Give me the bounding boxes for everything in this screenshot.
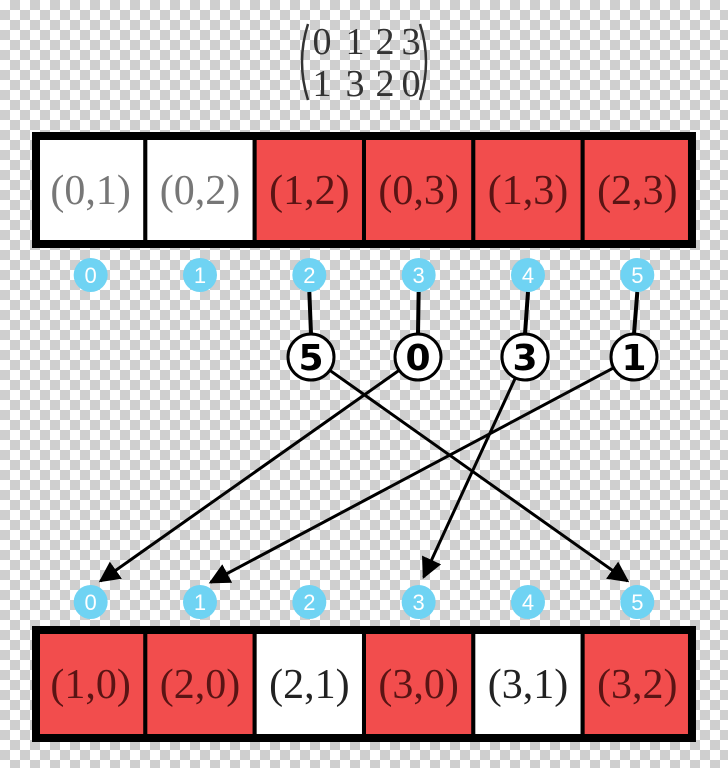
array-cell-label: (2,0) [160,662,240,708]
mapping-arrow [208,366,615,584]
stem-line [523,291,530,335]
permutation-bottom-digit: 3 [346,63,365,105]
index-circle [182,585,217,619]
index-label: 0 [85,263,97,288]
index-label: 4 [522,263,534,288]
index-circle [182,258,217,292]
array-cell-label: (0,2) [160,168,240,214]
array-cell-label: (0,1) [50,168,130,214]
array-cell [471,628,585,740]
permutation-top-digit: 0 [313,21,332,63]
index-circle [620,258,655,292]
index-circle [292,258,327,292]
stem-line [416,291,421,335]
permutation-bottom-digit: 1 [313,63,332,105]
index-label: 3 [413,263,425,288]
array-cell-label: (1,0) [50,662,130,708]
right-paren [418,23,428,101]
index-circle [510,585,545,619]
index-label: 1 [194,590,206,615]
permutation-top-digit: 3 [402,21,421,63]
left-paren [300,23,310,101]
mapping-node-circle [286,332,336,382]
array-cell-label: (2,3) [597,168,677,214]
top-array: (0,1) (0,2) (1,2) (0,3) (1,3) (2,3) [32,132,696,248]
index-label: 1 [194,263,206,288]
array-frame [32,132,696,248]
index-label: 2 [303,263,315,288]
mapping-nodes: 5 0 3 1 [286,332,659,382]
permutation-top-digit: 2 [376,21,395,63]
index-label: 3 [413,590,425,615]
mapping-node-label: 1 [621,338,646,379]
stem-line [632,291,640,335]
mapping-node-circle [500,332,550,382]
index-circle [510,258,545,292]
mapping-node-circle [393,332,443,382]
index-circle [73,258,108,292]
index-circle [620,585,655,619]
index-circle [401,585,436,619]
index-label: 5 [631,263,643,288]
mapping-connections [98,291,640,584]
index-label: 2 [303,590,315,615]
array-frame [32,626,696,742]
mapping-arrow [98,369,401,583]
stem-line [307,291,313,335]
permutation-bottom-digit: 0 [402,63,421,105]
array-cell-label: (3,0) [378,662,458,708]
array-cell-label: (3,1) [488,662,568,708]
permutation-top-digit: 1 [346,21,365,63]
index-circle [401,258,436,292]
permutation-bottom-digit: 2 [376,63,395,105]
mapping-arrow [328,369,630,583]
mapping-node-label: 0 [405,338,430,379]
mapping-node-label: 3 [512,338,537,379]
array-cell-label: (0,3) [378,168,458,214]
index-label: 4 [522,590,534,615]
bottom-index-row: 0 1 2 3 4 5 [73,585,655,619]
array-cell-label: (2,1) [269,662,349,708]
array-cell-label: (3,2) [597,662,677,708]
index-label: 0 [85,590,97,615]
mapping-node-circle [609,332,659,382]
array-cell-label: (1,2) [269,168,349,214]
mapping-node-label: 5 [298,338,323,379]
array-cell-label: (1,3) [488,168,568,214]
top-index-row: 0 1 2 3 4 5 [73,258,655,292]
bottom-array: (1,0) (2,0) (2,1) (3,0) (3,1) (3,2) [32,626,696,742]
array-cell [580,134,694,246]
index-circle [73,585,108,619]
index-label: 5 [631,590,643,615]
index-circle [292,585,327,619]
array-cell [580,628,694,740]
mapping-arrow [422,377,517,580]
